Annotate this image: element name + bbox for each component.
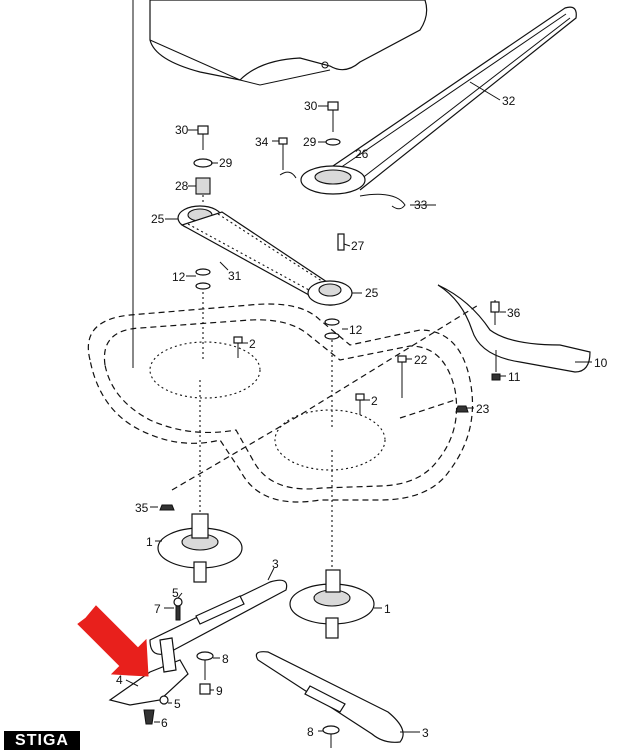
callout-7: 7 [154, 602, 161, 616]
callout-35: 35 [135, 501, 149, 515]
washer [324, 318, 340, 326]
blade-hardware [143, 597, 340, 748]
callout-33: 33 [414, 198, 428, 212]
callout-29: 29 [219, 156, 233, 170]
callout-3: 3 [272, 557, 279, 571]
stiga-logo: STIGA [4, 731, 80, 750]
nut [455, 405, 469, 413]
nut [159, 504, 175, 511]
callout-22: 22 [414, 353, 428, 367]
highlight-arrow [77, 605, 149, 677]
callout-labels: 30 34 29 26 32 30 29 28 25 33 27 31 12 2… [116, 94, 608, 740]
callout-26: 26 [355, 147, 369, 161]
callout-36: 36 [507, 306, 521, 320]
callout-11: 11 [508, 370, 521, 384]
deck-cover [149, 0, 428, 86]
deck-bolt [355, 393, 365, 415]
callout-10: 10 [594, 356, 608, 370]
callout-34: 34 [255, 135, 269, 149]
blade-left [149, 579, 288, 655]
fan-blade [108, 637, 189, 706]
idler-pulley [300, 101, 366, 195]
mower-deck [87, 292, 474, 580]
callout-30: 30 [175, 123, 189, 137]
callout-1: 1 [146, 535, 153, 549]
callout-25: 25 [365, 286, 379, 300]
connector [171, 303, 481, 491]
callout-9: 9 [216, 684, 223, 698]
callout-23: 23 [476, 402, 490, 416]
deck-bolt [233, 336, 243, 358]
callout-1: 1 [384, 602, 391, 616]
washer [324, 332, 340, 340]
washer [195, 282, 211, 290]
callout-8: 8 [307, 725, 314, 739]
callout-12: 12 [172, 270, 186, 284]
callout-2: 2 [249, 337, 256, 351]
spindle-left [157, 513, 243, 583]
callout-12: 12 [349, 323, 363, 337]
spindle-right [289, 569, 375, 639]
pulley-right [307, 280, 353, 306]
callout-29: 29 [303, 135, 317, 149]
callout-6: 6 [161, 716, 168, 730]
blade-right [255, 651, 404, 743]
drive-belt [329, 6, 577, 191]
callout-32: 32 [502, 94, 516, 108]
callout-4: 4 [116, 673, 123, 687]
pin [337, 233, 345, 251]
discharge-deflector [437, 284, 591, 381]
callout-leaders [125, 81, 592, 733]
callout-25: 25 [151, 212, 165, 226]
pulley-bolt-stack-left [193, 125, 213, 205]
callout-2: 2 [371, 394, 378, 408]
callout-31: 31 [228, 269, 242, 283]
callout-28: 28 [175, 179, 189, 193]
callout-5: 5 [174, 697, 181, 711]
connector [399, 399, 456, 419]
callout-5: 5 [172, 586, 179, 600]
callout-3: 3 [422, 726, 429, 740]
washer [195, 268, 211, 276]
callout-30: 30 [304, 99, 318, 113]
bolt [397, 355, 407, 398]
callout-8: 8 [222, 652, 229, 666]
callout-27: 27 [351, 239, 365, 253]
